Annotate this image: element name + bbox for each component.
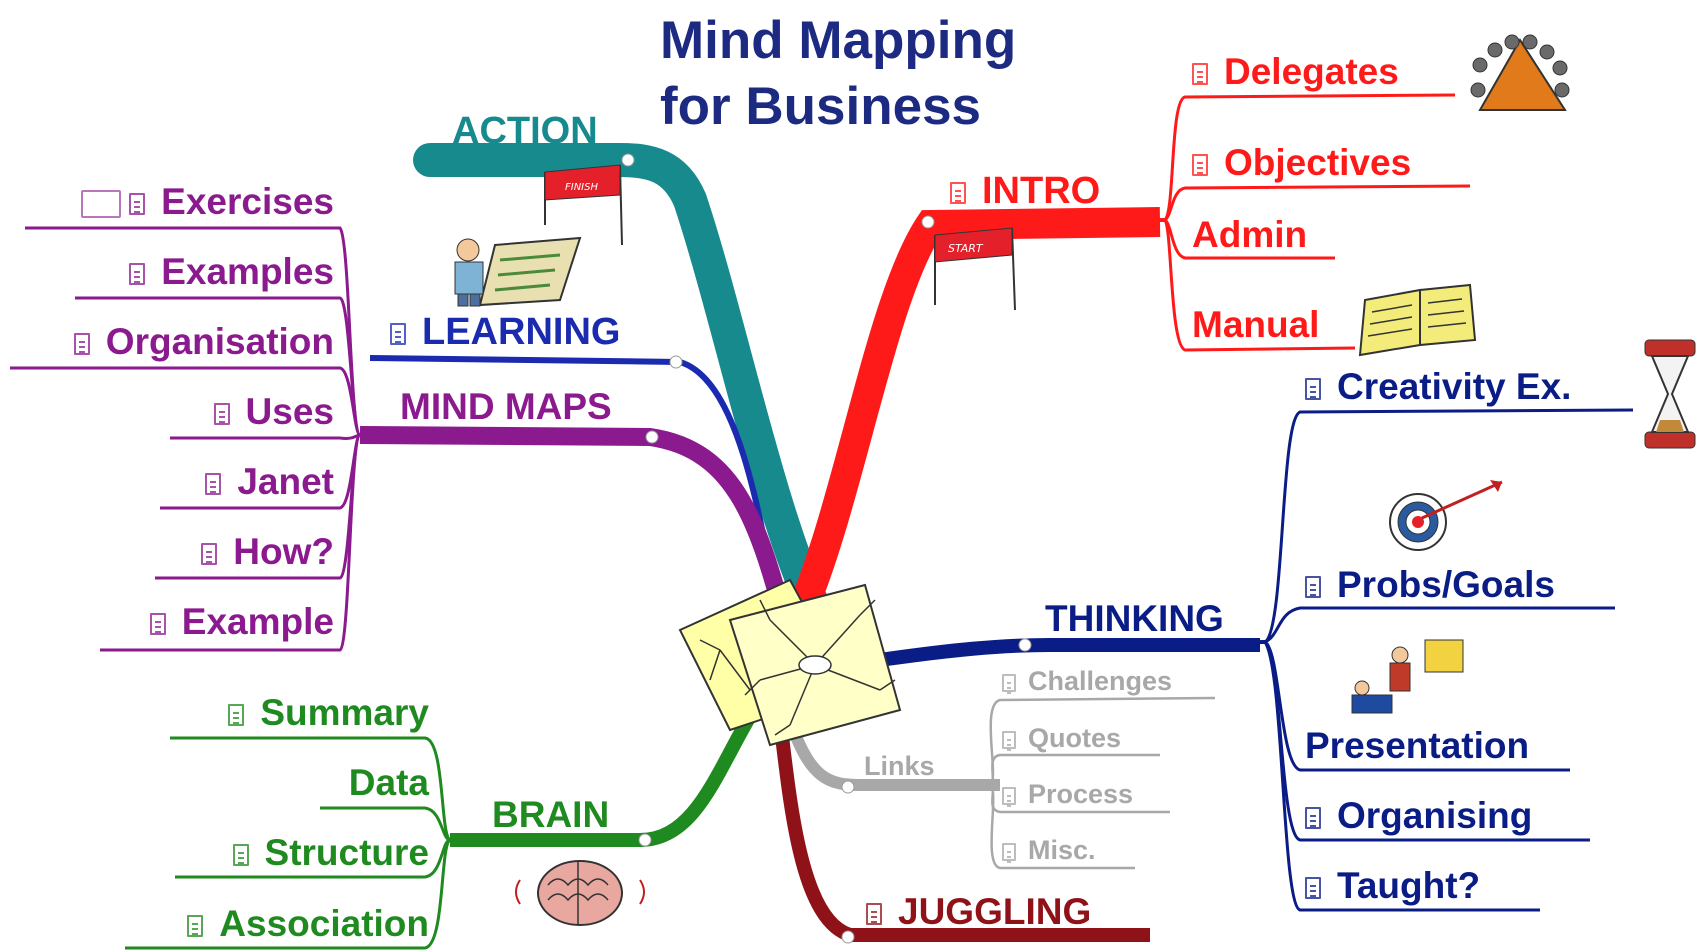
branch-thinking-underline bbox=[1019, 640, 1266, 647]
document-icon bbox=[213, 403, 230, 426]
thinking-item-probs-goals: Probs/Goals bbox=[1305, 566, 1555, 603]
mindmaps-item-uses: Uses bbox=[213, 393, 334, 430]
document-icon bbox=[1305, 378, 1321, 401]
document-icon bbox=[1305, 576, 1321, 599]
document-icon bbox=[149, 613, 166, 636]
document-icon bbox=[205, 473, 222, 496]
branch-juggling-label: JUGGLING bbox=[866, 893, 1091, 930]
document-icon bbox=[950, 181, 966, 204]
intro-item-manual: Manual bbox=[1192, 304, 1320, 345]
document-icon bbox=[1002, 730, 1016, 749]
document-icon bbox=[73, 333, 90, 356]
document-icon bbox=[129, 193, 146, 216]
document-icon bbox=[1192, 63, 1208, 86]
document-icon bbox=[1192, 154, 1208, 177]
branch-mindmaps-underline bbox=[359, 433, 656, 439]
thinking-item-creativity: Creativity Ex. bbox=[1305, 368, 1571, 405]
document-icon bbox=[866, 903, 882, 926]
mindmaps-item-example: Example bbox=[149, 603, 334, 640]
intro-item-objectives: Objectives bbox=[1192, 144, 1411, 181]
mindmaps-item-organisation: Organisation bbox=[73, 323, 334, 360]
start-flag-icon: START bbox=[934, 227, 1016, 311]
branch-thinking-label: THINKING bbox=[1045, 598, 1224, 639]
branch-thinking-connector bbox=[879, 638, 1260, 667]
document-icon bbox=[1002, 842, 1016, 861]
mindmaps-item-exercises: Exercises bbox=[81, 183, 334, 220]
document-icon bbox=[1305, 807, 1321, 830]
brain-item-summary: Summary bbox=[228, 694, 429, 731]
document-icon bbox=[232, 844, 249, 867]
mind-map-sketch-icon bbox=[678, 578, 902, 747]
document-icon bbox=[1002, 673, 1016, 692]
page-title: Mind Mapping for Business bbox=[660, 8, 1016, 140]
person-at-easel-icon bbox=[454, 236, 582, 307]
branch-action-label: ACTION bbox=[452, 110, 598, 152]
thinking-item-taught: Taught? bbox=[1305, 867, 1480, 904]
open-book-icon bbox=[81, 190, 122, 219]
document-icon bbox=[1002, 786, 1016, 805]
mindmaps-item-examples: Examples bbox=[129, 253, 334, 290]
open-book-icon bbox=[1358, 283, 1477, 357]
links-item-quotes: Quotes bbox=[1002, 725, 1121, 752]
presenter-icon bbox=[1351, 639, 1464, 714]
title-line-1: Mind Mapping bbox=[660, 11, 1017, 70]
links-item-process: Process bbox=[1002, 781, 1133, 808]
document-icon bbox=[201, 543, 218, 566]
title-line-2: for Business bbox=[660, 77, 982, 136]
target-dart-icon bbox=[1389, 480, 1503, 551]
mindmaps-item-how: How? bbox=[201, 533, 334, 570]
links-item-misc: Misc. bbox=[1002, 837, 1096, 864]
brain-item-data: Data bbox=[348, 762, 429, 803]
branch-mindmaps-label: MIND MAPS bbox=[400, 386, 612, 427]
thinking-item-organising: Organising bbox=[1305, 797, 1532, 834]
branch-learning-underline bbox=[369, 356, 681, 364]
document-icon bbox=[1305, 877, 1321, 900]
branch-brain-label: BRAIN bbox=[492, 794, 610, 835]
document-icon bbox=[228, 704, 245, 727]
hourglass-icon bbox=[1644, 339, 1696, 449]
intro-item-admin: Admin bbox=[1192, 214, 1308, 255]
branch-intro-label: INTRO bbox=[950, 172, 1100, 210]
brain-item-structure: Structure bbox=[232, 834, 429, 871]
document-icon bbox=[187, 915, 204, 938]
svg-text:FINISH: FINISH bbox=[565, 182, 598, 193]
document-icon bbox=[390, 322, 406, 345]
brain-icon bbox=[515, 860, 645, 926]
branch-intro-underline bbox=[929, 218, 1166, 224]
branch-juggling-connector bbox=[773, 719, 1150, 942]
finish-flag-icon: FINISH bbox=[544, 164, 623, 246]
document-icon bbox=[129, 263, 146, 286]
branch-links-label: Links bbox=[864, 751, 935, 781]
mindmaps-item-janet: Janet bbox=[205, 463, 334, 500]
links-item-challenges: Challenges bbox=[1002, 668, 1172, 695]
brain-item-association: Association bbox=[187, 905, 429, 942]
team-meeting-icon bbox=[1470, 34, 1570, 111]
svg-text:START: START bbox=[948, 242, 984, 255]
branch-intro-connector bbox=[786, 207, 1161, 621]
intro-item-delegates: Delegates bbox=[1192, 53, 1399, 90]
branch-learning-label: LEARNING bbox=[390, 313, 620, 351]
thinking-item-presentation: Presentation bbox=[1305, 725, 1530, 766]
branch-action-connector bbox=[413, 143, 837, 637]
